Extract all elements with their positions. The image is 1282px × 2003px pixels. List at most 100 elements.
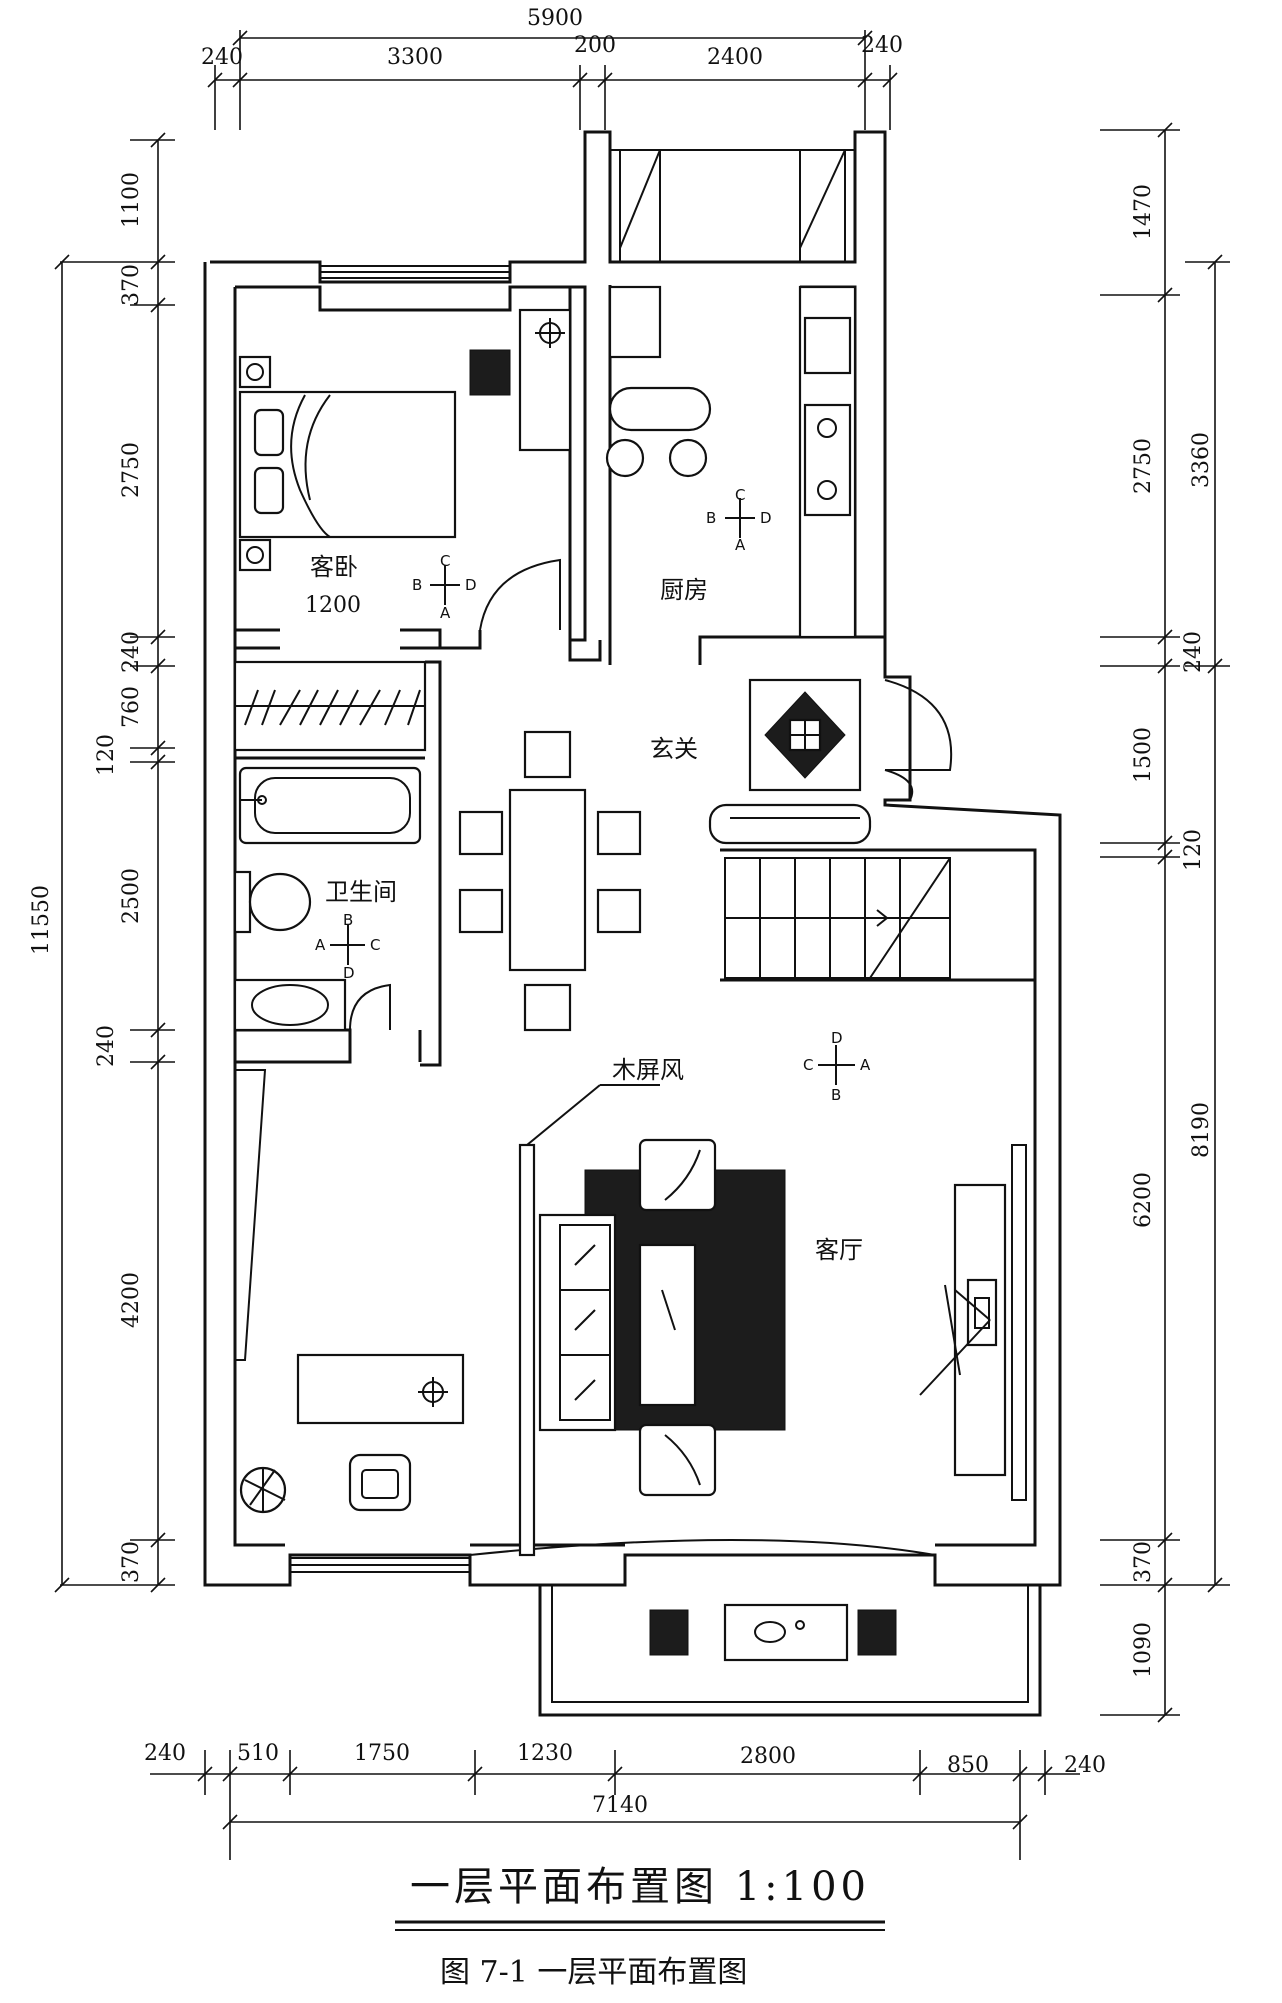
svg-text:B: B — [706, 509, 716, 527]
shoe-bench — [708, 803, 872, 845]
label-wood-screen: 木屏风 — [612, 1056, 684, 1084]
balcony — [649, 1603, 897, 1662]
wardrobe-hangers — [244, 689, 421, 726]
toilet — [248, 872, 312, 932]
svg-text:D: D — [343, 964, 355, 982]
dim-bottom-3: 1750 — [354, 1741, 410, 1766]
bedroom-desk — [518, 308, 572, 452]
bar-stool-1 — [605, 438, 645, 478]
right-dimension-chain: 1470 2750 240 1500 120 6200 370 1090 336… — [1100, 122, 1230, 1723]
room-label-kitchen: 厨房 — [660, 576, 708, 604]
stove-burner-1-icon — [817, 418, 837, 438]
exterior-walls — [203, 130, 1062, 1717]
dim-right-5: 120 — [1181, 829, 1206, 871]
dim-right-4: 1500 — [1131, 727, 1156, 783]
staircase — [720, 848, 1037, 982]
dim-right-3: 240 — [1181, 631, 1206, 673]
bar-stool-2 — [668, 438, 708, 478]
dim-left-3: 2750 — [119, 442, 144, 498]
dim-top-3: 200 — [574, 33, 616, 58]
dim-top-2: 3300 — [387, 45, 443, 70]
dim-left-10: 370 — [119, 1541, 144, 1583]
bathroom: 卫生间 B A C D — [233, 766, 422, 1032]
nightstand-top — [238, 355, 272, 389]
living-room: 木屏风 客厅 — [235, 1029, 1027, 1557]
dim-left-4: 240 — [119, 631, 144, 673]
dim-bottom-7: 240 — [1064, 1753, 1106, 1778]
dining-chair-top — [523, 730, 572, 779]
toilet-tank — [233, 870, 252, 934]
kitchen-sink — [803, 316, 852, 375]
breakfast-bar — [608, 386, 712, 432]
dim-right-2: 2750 — [1131, 438, 1156, 494]
living-view-marker: D C A B — [803, 1029, 871, 1104]
svg-text:C: C — [735, 486, 745, 504]
armchair-bottom — [638, 1423, 717, 1497]
kitchen: 厨房 C B D A — [605, 285, 857, 639]
dim-right-7: 370 — [1131, 1541, 1156, 1583]
svg-text:B: B — [412, 576, 422, 594]
dim-left-5: 760 — [119, 686, 144, 728]
washbasin-counter — [233, 978, 347, 1032]
room-label-living-room: 客厅 — [815, 1236, 863, 1264]
dim-bottom-total: 7140 — [592, 1793, 648, 1818]
svg-text:A: A — [735, 536, 746, 554]
washbasin — [251, 984, 329, 1026]
bedroom-rug — [469, 349, 511, 396]
room-label-foyer: 玄关 — [650, 735, 698, 763]
dim-left-9: 4200 — [119, 1272, 144, 1328]
stair-arrow-icon — [865, 909, 889, 927]
dim-bottom-6: 850 — [947, 1753, 989, 1778]
dim-bottom-5: 2800 — [740, 1744, 796, 1769]
svg-text:A: A — [315, 936, 326, 954]
desk-chair — [348, 1453, 412, 1512]
interior-partitions — [233, 310, 602, 1067]
dim-left-6: 120 — [94, 734, 119, 776]
dim-top-total: 5900 — [527, 6, 583, 31]
dim-left-1: 1100 — [119, 172, 144, 228]
room-label-bathroom: 卫生间 — [325, 878, 397, 906]
coffee-table — [638, 1243, 697, 1407]
balcony-planter-left — [649, 1609, 689, 1656]
bathtub — [238, 766, 422, 845]
svg-text:B: B — [343, 911, 353, 929]
dim-bottom-2: 510 — [237, 1741, 279, 1766]
svg-text:D: D — [465, 576, 477, 594]
dim-right-8: 1090 — [1131, 1622, 1156, 1678]
dining-chair-left-1 — [458, 810, 504, 856]
pillow-bottom — [253, 466, 285, 515]
plan-title: 一层平面布置图 1:100 — [410, 1864, 870, 1910]
figure-caption: 图 7-1 一层平面布置图 — [440, 1955, 747, 1990]
kitchen-cabinet-left — [608, 285, 662, 359]
svg-text:A: A — [440, 604, 451, 622]
svg-text:D: D — [760, 509, 772, 527]
bathroom-view-marker: B A C D — [315, 911, 380, 982]
svg-text:B: B — [831, 1086, 841, 1104]
dim-right-inner-2: 8190 — [1189, 1102, 1214, 1158]
dim-left-8: 240 — [94, 1025, 119, 1067]
dim-bottom-1: 240 — [144, 1741, 186, 1766]
top-dimension-chain: 5900 240 3300 200 2400 240 — [201, 6, 903, 130]
bed-width-label: 1200 — [305, 593, 361, 618]
entry-door-swing — [884, 679, 953, 771]
svg-text:A: A — [860, 1056, 871, 1074]
nightstand-bottom — [238, 538, 272, 572]
left-dimension-chain: 1100 370 2750 240 760 120 2500 240 4200 … — [29, 132, 175, 1593]
kitchen-stove — [803, 403, 852, 517]
bedroom-door-swing — [479, 558, 561, 631]
bottom-dimension-chain: 240 510 1750 1230 2800 850 240 7140 — [144, 1741, 1106, 1860]
dim-right-6: 6200 — [1131, 1172, 1156, 1228]
dim-top-1: 240 — [201, 45, 243, 70]
dining-chair-right-1 — [596, 810, 642, 856]
svg-text:C: C — [370, 936, 380, 954]
wood-screen — [518, 1143, 536, 1557]
sofa — [538, 1213, 617, 1432]
foyer: 玄关 — [650, 678, 953, 845]
dim-right-inner-1: 3360 — [1189, 432, 1214, 488]
room-label-guest-bedroom: 客卧 — [310, 553, 358, 581]
dim-right-1: 1470 — [1131, 184, 1156, 240]
pillow-top — [253, 408, 285, 457]
dim-left-7: 2500 — [119, 868, 144, 924]
svg-text:D: D — [831, 1029, 843, 1047]
